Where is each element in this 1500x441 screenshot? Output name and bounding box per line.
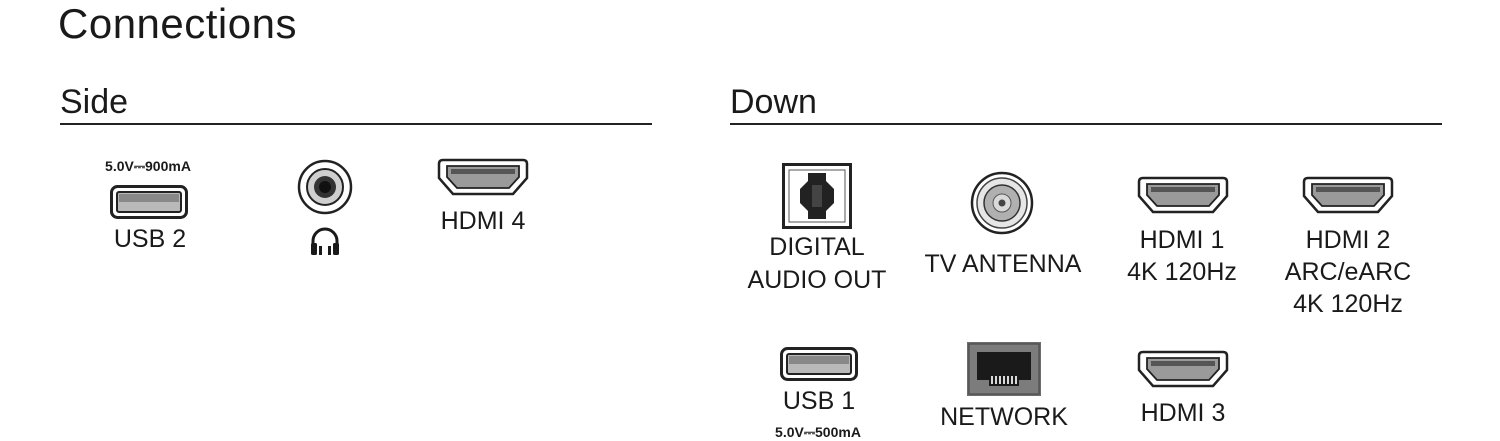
- usb-port-icon: [110, 185, 188, 219]
- tv-antenna-label: TV ANTENNA: [924, 250, 1082, 278]
- headphones-icon: [309, 226, 341, 256]
- hdmi1-label: HDMI 1 4K 120Hz: [1127, 226, 1237, 286]
- antenna-coax-port-icon: [968, 171, 1036, 235]
- hdmi-port-icon: [1137, 350, 1229, 388]
- section-divider-down: [730, 123, 1442, 125]
- hdmi-port-icon: [1302, 176, 1394, 214]
- section-title-side: Side: [60, 83, 129, 121]
- network-label: NETWORK: [940, 403, 1068, 431]
- usb1-power-spec: 5.0V⎓500mA: [775, 424, 861, 440]
- hdmi-port-icon: [1137, 176, 1229, 214]
- optical-audio-port-icon: [782, 163, 852, 229]
- usb-port-icon: [780, 347, 858, 381]
- usb1-label: USB 1: [782, 387, 856, 415]
- hdmi-port-icon: [437, 158, 529, 196]
- hdmi4-label: HDMI 4: [440, 207, 526, 235]
- section-title-down: Down: [730, 83, 817, 121]
- digital-audio-out-label: DIGITAL AUDIO OUT: [747, 233, 887, 294]
- headphone-jack-icon: [297, 159, 353, 215]
- page-title: Connections: [58, 0, 297, 47]
- usb2-label: USB 2: [113, 225, 187, 253]
- section-divider-side: [60, 123, 652, 125]
- hdmi2-label: HDMI 2 ARC/eARC 4K 120Hz: [1284, 226, 1412, 318]
- usb2-power-spec: 5.0V⎓900mA: [105, 158, 191, 174]
- hdmi3-label: HDMI 3: [1140, 399, 1226, 427]
- ethernet-port-icon: [967, 342, 1041, 396]
